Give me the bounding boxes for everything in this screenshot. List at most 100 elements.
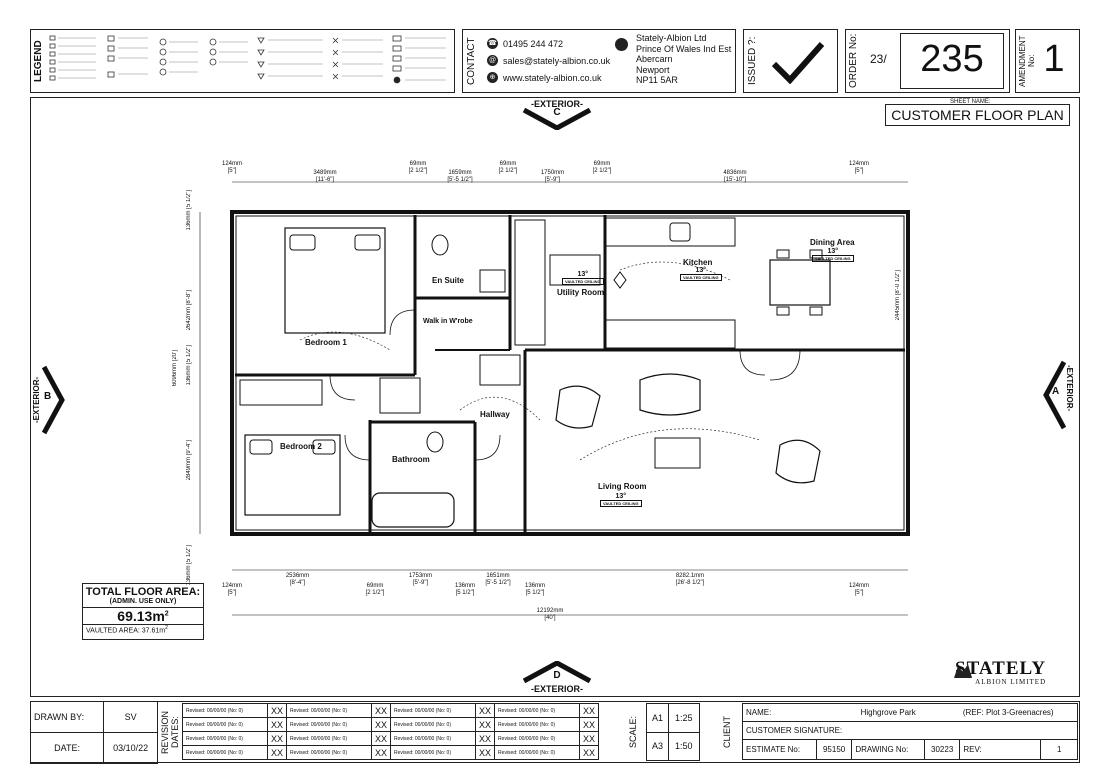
exterior-right-letter: A [1052,386,1060,397]
dim-bottom-4: 1753mm[5'-9"] [408,573,433,586]
exterior-top-letter: C [553,107,561,118]
date-value: 03/10/22 [103,732,158,764]
order-number: 235 [920,38,984,80]
email-row: @ sales@stately-albion.co.uk [487,55,610,66]
sheet-name-box [885,104,1070,126]
bath-tub [371,492,455,528]
room-living: Living Room [598,482,647,491]
floor-area-subtitle: (ADMIN. USE ONLY) [109,598,177,605]
dim-top-7: 69mm[2 1/2"] [592,161,612,174]
client-label: CLIENT [722,716,732,749]
dim-left-5: 2849mm [9'-4"] [186,440,192,481]
room-bedroom-1: Bedroom 1 [305,338,347,347]
room-hallway: Hallway [480,410,510,419]
sheet-name-label: SHEET NAME: [950,99,991,105]
dim-bottom-7: 136mm[5 1/2"] [524,583,545,596]
exterior-bottom-label: -EXTERIOR- [530,684,583,694]
dim-left-2: 2642mm [8'-8"] [186,290,192,331]
order-box [845,29,1010,93]
dim-left-3: 136mm [5 1/2"] [186,345,192,386]
dim-top-6: 1750mm[5'-9"] [540,170,565,183]
globe-icon: ⊕ [487,72,498,83]
dim-top-5: 69mm[2 1/2"] [498,161,518,174]
legend-label: LEGEND [33,40,44,82]
client-table: NAME: Highgrove Park (REF: Plot 3-Greena… [742,703,1078,760]
dim-overall: 12192mm[40'] [536,608,564,621]
dim-bottom-5: 136mm[5 1/2"] [454,583,475,596]
kitchen-worktop [604,217,736,247]
room-en-suite: En Suite [432,276,465,285]
contact-box [462,29,736,93]
website-url[interactable]: www.stately-albion.co.uk [503,72,602,83]
checkmark-icon [771,42,825,84]
vaulted-marker-kitchen: 13° VAULTED CEILING [680,267,722,281]
vaulted-marker-living: 13° VAULTED CEILING [600,493,642,507]
sofa [639,373,701,416]
room-dining-area: Dining Area [810,238,855,247]
vaulted-marker-utility: 13° VAULTED CEILING [562,271,604,285]
sheet-name: CUSTOMER FLOOR PLAN [891,107,1064,123]
order-prefix: 23/ [870,52,887,66]
room-kitchen: Kitchen [683,258,713,267]
dim-top-8: 4836mm[15'-10"] [723,170,747,183]
drawing-frame [30,97,1080,697]
logo-sub: ALBION LIMITED [975,678,1047,686]
dim-bottom-6: 1651mm[5'-5 1/2"] [485,573,511,586]
dim-bottom-9: 124mm[5"] [848,583,869,596]
phone-number: 01495 244 472 [503,38,564,49]
dim-left-1: 136mm [5 1/2"] [186,190,192,231]
header-legend-box [30,29,455,93]
website-row: ⊕ www.stately-albion.co.uk [487,72,602,83]
logo-emblem-icon [954,664,972,678]
floor-area-box: TOTAL FLOOR AREA: (ADMIN. USE ONLY) 69.1… [82,583,204,640]
room-utility: Utility Room [557,288,605,297]
room-walk-in-wardrobe: Walk in W'robe [423,318,473,325]
floor-area-title: TOTAL FLOOR AREA: [85,586,201,598]
exterior-left-label: -EXTERIOR- [32,376,41,424]
dim-top-3: 69mm[2 1/2"] [408,161,428,174]
dim-bottom-3: 69mm[2 1/2"] [365,583,385,596]
email-address[interactable]: sales@stately-albion.co.uk [503,55,611,66]
revision-label: REVISION DATES: [160,710,180,754]
scale-label: SCALE: [628,716,638,749]
phone-row: ☎ 01495 244 472 [487,38,563,49]
exterior-right-label: -EXTERIOR- [1065,365,1074,412]
revision-table: Revised: 00/00/00 (No: 0)XX Revised: 00/… [182,703,600,760]
logo-name: STATELY [955,658,1047,679]
exterior-top-label: -EXTERIOR- [530,99,583,109]
order-label: ORDER No: [848,33,859,89]
amendment-box [1015,29,1080,93]
dim-left-6: 136mm [5 1/2"] [186,545,192,586]
stately-logo: STATELY ALBION LIMITED [955,658,1047,686]
issued-label: ISSUED ?: [747,36,758,86]
dim-top-4: 1659mm[5'-5 1/2"] [447,170,473,183]
exterior-bottom-arrow-icon [522,661,592,683]
order-number-box [900,33,1004,89]
armchair-2 [775,439,821,484]
contact-label: CONTACT [466,37,477,85]
exterior-right-arrow-icon [1043,360,1066,430]
exterior-top-arrow-icon [522,108,592,130]
amendment-number: 1 [1043,38,1065,80]
outer-wall [230,210,910,536]
drawn-by-table: DRAWN BY:SV DATE:03/10/22 [29,701,158,764]
company-logo-icon [615,38,628,51]
dim-top-1: 124mm[5"] [221,161,242,174]
bed-2 [244,434,341,516]
vaulted-marker-dining: 13° VAULTED CEILING [812,248,854,262]
bed-1 [284,227,386,334]
dim-left-4: 6096mm [20'] [172,350,178,387]
dim-bottom-1: 124mm[5"] [221,583,242,596]
vaulted-area: VAULTED AREA: 37.61m [86,627,166,635]
floor-plan [199,181,910,616]
floor-area-value: 69.13m [117,608,165,624]
dim-right: 2445mm [8'-0 1/2"] [895,270,901,321]
room-bathroom: Bathroom [392,455,430,464]
dim-bottom-2: 2536mm[8'-4"] [285,573,310,586]
issued-box [743,29,838,93]
drawn-by-label: DRAWN BY: [29,701,105,733]
phone-icon: ☎ [487,38,498,49]
exterior-left-letter: B [44,391,52,402]
legend-symbols [49,35,446,84]
